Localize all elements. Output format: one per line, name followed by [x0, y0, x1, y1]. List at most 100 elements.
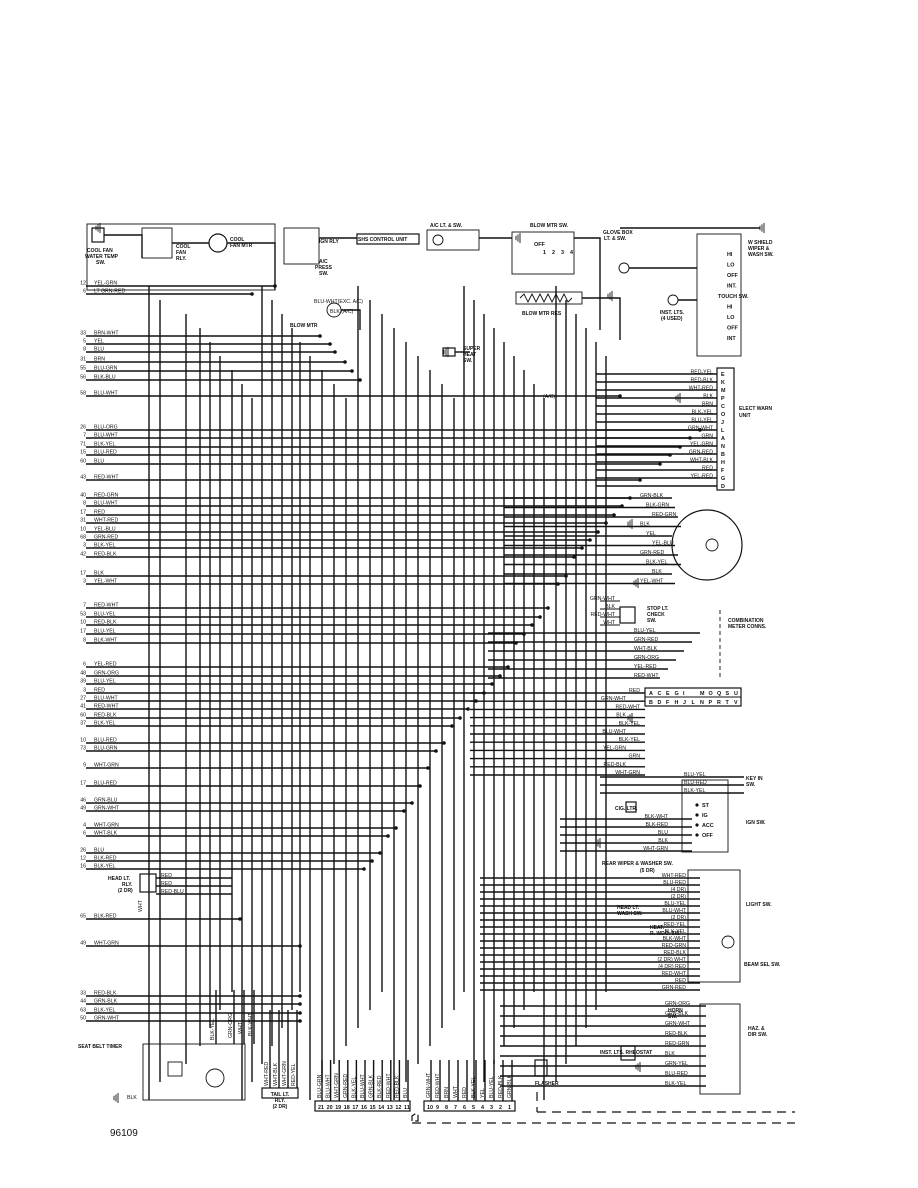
meter-connector-wire-color: YEL-GRN [603, 745, 626, 751]
hazard-wire-color: BLK [665, 1051, 675, 1057]
stop-light-label: STOP LT. [647, 606, 669, 612]
wire-number: 56 [80, 375, 86, 381]
bottom-connector-wire-color: BLU-YEL [489, 1076, 495, 1098]
key-in-switch-label: SW. [746, 782, 756, 788]
round-connector-wire-color: BLK [640, 522, 650, 528]
meter-wire-color: GRN-ORG [634, 655, 659, 661]
hazard-wire-color: GRN-BLK [665, 1011, 689, 1017]
wire-color-label: RED [94, 510, 105, 516]
ground-icon [633, 578, 639, 588]
ac-press-label: PRESS [315, 265, 333, 271]
blow-motor-position: 2 [552, 250, 555, 256]
cool-fan-relay-label: RLY. [176, 256, 187, 262]
wire-number: 37 [80, 721, 86, 727]
meter-connector-pin: S [726, 691, 730, 697]
elect-warn-pin-letter: N [721, 444, 725, 450]
wire-number: 10 [80, 527, 86, 533]
wire-number: 65 [80, 914, 86, 920]
meter-connector-pin: D [658, 700, 662, 706]
wiper-switch-label: WASH SW. [748, 252, 774, 258]
bottom-connector-wire-color: GRN-WHT [426, 1072, 432, 1098]
flasher-unit [534, 1059, 548, 1077]
bottom-connector-pin: 19 [335, 1105, 341, 1111]
light-switch-wire-color: BLK-WHT [663, 936, 687, 942]
round-connector-wire-color: GRN-RED [640, 550, 664, 556]
wiper-position: HI [727, 305, 733, 311]
cool-fan-temp-label: SW. [96, 260, 106, 266]
wire-junction [350, 369, 354, 373]
wire-number: 27 [80, 696, 86, 702]
bottom-connector-wire-color: BLU-GRN [317, 1074, 323, 1098]
inst-light-icon [667, 294, 679, 306]
key-in-switch-label: KEY IN [746, 776, 763, 782]
wire-number: 48 [80, 671, 86, 677]
wire-color-label: RED-WHT [94, 603, 119, 609]
wire-number: 43 [80, 475, 86, 481]
rheostat-label: INST. LTS. RHEOSTAT [600, 1050, 652, 1056]
bottom-connector-pin: 17 [352, 1105, 358, 1111]
elect-warn-wire-color: RED-BLK [691, 378, 714, 384]
wire-number: 5 [83, 339, 86, 345]
bottom-connector-wire-color: YEL [480, 1088, 486, 1098]
wire-color-label: BLU-ORG [94, 425, 118, 431]
light-switch-wire-color: RED-WHT [662, 971, 687, 977]
super-heat-label: HEAT [463, 352, 476, 358]
wire-number: 10 [80, 620, 86, 626]
wire-junction [418, 784, 422, 788]
tail-light-relay [261, 1087, 299, 1099]
elect-warn-pin-letter: L [721, 428, 725, 434]
wire-color-label: RED-WHT [94, 475, 119, 481]
elect-warn-pin-letter: O [721, 412, 725, 418]
elect-warn-pin-letter: D [721, 484, 725, 490]
meter-connector-pin: C [658, 691, 662, 697]
light-switch-wire-color: RED-BLK [664, 950, 687, 956]
wire-color-label: WHT-GRN [94, 941, 119, 947]
cool-fan-relay-label: FAN [176, 250, 186, 256]
wire-junction [410, 801, 414, 805]
ac-annotation: (A/C) [543, 394, 555, 400]
head-lt-relay-wire-color: RED [161, 881, 172, 887]
head-lt-relay-wire-color: RED-BLU [161, 889, 184, 895]
seat-belt-wire-color: BLK [127, 1095, 137, 1101]
wiper-position: HI [727, 252, 733, 258]
wire-number: 6 [83, 662, 86, 668]
elect-warn-pin-letter: A [721, 436, 725, 442]
bottom-connector-10-1 [423, 1100, 516, 1112]
super-heat-switch [442, 347, 456, 357]
round-connector-wire-color: YEL-WHT [640, 579, 664, 585]
cool-fan-temp-label: WATER TEMP [85, 254, 119, 260]
blow-motor-wire [341, 309, 361, 330]
wire-junction [333, 350, 337, 354]
wire-number: 6 [83, 289, 86, 295]
wire-color-label: BLK-YEL [94, 864, 115, 870]
wire-color-label: BLU [94, 347, 104, 353]
meter-connector-wire-color: BLU-WHT [602, 729, 626, 735]
ac-light-switch [426, 229, 480, 251]
meter-connector-pin: J [683, 700, 686, 706]
elect-warn-pin-letter: M [721, 388, 726, 394]
cool-fan-motor-icon [208, 233, 228, 253]
wire-junction [238, 917, 242, 921]
bottom-connector-wire-color: BLU-WHT [360, 1074, 366, 1098]
ground-icon [627, 519, 633, 529]
hazard-wire-color: RED-GRN [665, 1041, 689, 1047]
bottom-connector-pin: 9 [436, 1105, 439, 1111]
bottom-connector-wire-color: BRN [444, 1087, 450, 1098]
wire-number: 4 [83, 823, 86, 829]
blow-motor-switch-wire [574, 237, 601, 330]
wire-color-label: WHT-BLK [94, 831, 118, 837]
wire-junction [434, 749, 438, 753]
wire-color-label: RED-BLK [94, 991, 117, 997]
wire-number: 8 [83, 501, 86, 507]
wire-color-label: RED [94, 688, 105, 694]
tail-relay-wire-color: WHT-RED [264, 1062, 270, 1086]
blow-motor-resistor-label: BLOW MTR RES [522, 311, 562, 317]
wire-color-label: RED-GRN [94, 493, 118, 499]
meter-connector-wire-color: RED-BLK [604, 762, 627, 768]
wire-number: 3 [83, 688, 86, 694]
meter-wire-color: BLU-YEL [634, 628, 656, 634]
wire-number: 49 [80, 806, 86, 812]
seat-belt-wire-color: BLK-WHT [248, 1012, 254, 1036]
beam-select-label: BEAM SEL SW. [744, 962, 781, 968]
bottom-connector-pin: 11 [404, 1105, 410, 1111]
